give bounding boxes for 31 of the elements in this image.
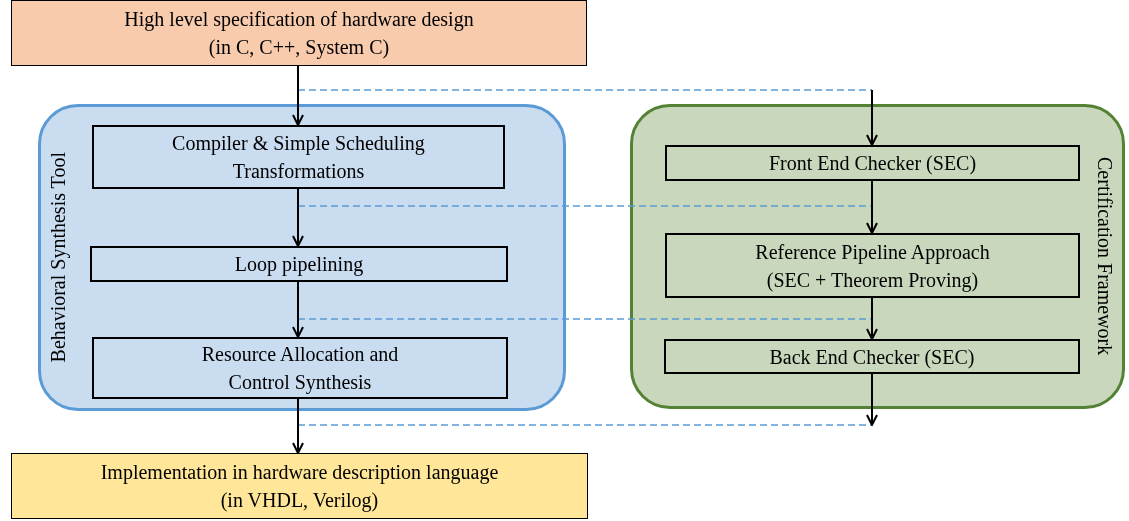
arrow xyxy=(866,180,878,234)
box-label: (SEC + Theorem Proving) xyxy=(765,267,980,294)
box-label: (in VHDL, Verilog) xyxy=(219,488,380,514)
box-label: Reference Pipeline Approach xyxy=(754,239,991,266)
box-label: Back End Checker (SEC) xyxy=(768,344,976,371)
process-box xyxy=(11,453,588,519)
box-label: Compiler & Simple Scheduling Transformations xyxy=(171,131,426,184)
box-label: Front End Checker (SEC) xyxy=(767,151,978,177)
box-label: Resource Allocation and Control Synthesis xyxy=(200,342,400,396)
box-label: Implementation in hardware description language xyxy=(99,460,500,486)
box-label: (in C, C++, System C) xyxy=(207,35,391,61)
process-box xyxy=(665,145,1080,181)
process-box xyxy=(665,233,1080,298)
container-title: Certification Framework xyxy=(1093,157,1117,356)
process-box xyxy=(92,337,508,399)
container-title: Behavioral Synthesis Tool xyxy=(46,152,71,363)
arrow xyxy=(292,65,304,126)
arrow xyxy=(866,297,878,340)
arrow xyxy=(292,188,304,247)
group-container xyxy=(38,104,566,411)
arrow xyxy=(866,373,878,426)
process-box xyxy=(92,125,505,189)
box-label: Loop pipelining xyxy=(233,252,365,278)
arrow xyxy=(292,398,304,454)
arrow xyxy=(866,89,878,146)
arrow xyxy=(292,281,304,338)
process-box xyxy=(664,339,1080,374)
process-box xyxy=(90,246,508,282)
box-label: High level specification of hardware design xyxy=(123,7,475,33)
process-box xyxy=(11,0,587,66)
group-container xyxy=(630,104,1125,409)
